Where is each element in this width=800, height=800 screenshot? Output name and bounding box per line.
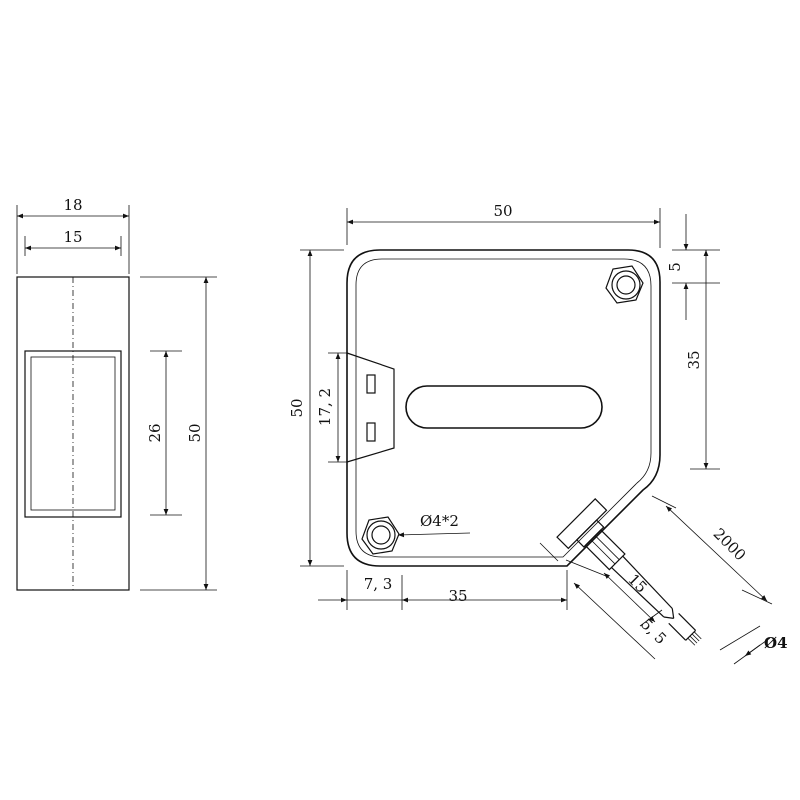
mounting-hole-top-right [605, 265, 644, 304]
front-view: 50 50 17, 2 5 35 7, 3 35 Ø4*2 [288, 202, 788, 665]
dim-line-cable-diameter [744, 644, 761, 657]
dim-bottom-offset: 7, 3 [364, 575, 393, 593]
dim-window-height: 26 [146, 423, 164, 442]
dim-hole-callout: Ø4*2 [420, 512, 459, 530]
dim-inner-width: 15 [63, 228, 82, 246]
lens-slot [405, 385, 603, 429]
dim-gland-length: 15 [624, 570, 650, 596]
side-view: 18 15 26 50 [16, 196, 217, 591]
dim-line-gland-length [603, 572, 656, 623]
housing-outline [346, 249, 661, 567]
dim-outer-width: 18 [63, 196, 82, 214]
dim-front-height: 50 [288, 398, 306, 417]
dim-hole-spacing-vertical: 35 [685, 350, 703, 369]
connector-plate [346, 352, 395, 463]
side-view-window-inner [30, 356, 116, 511]
mounting-hole-bottom-left [361, 516, 400, 555]
dim-cable-diameter: Ø4 [764, 634, 788, 652]
connector-pin-top [366, 374, 376, 394]
connector-pin-bottom [366, 422, 376, 442]
dim-bottom-span: 35 [448, 587, 467, 605]
dim-connector-height: 17, 2 [316, 388, 334, 426]
dim-line-cable-length [665, 505, 768, 602]
dim-total-height: 50 [186, 423, 204, 442]
dim-hole-top-offset: 5 [666, 262, 684, 272]
dim-front-width: 50 [493, 202, 512, 220]
dim-cable-length: 2000 [710, 525, 750, 565]
dim-line-gland-offset [573, 582, 656, 660]
hole-callout-leader [397, 532, 471, 538]
dim-gland-offset: 5, 5 [637, 615, 670, 648]
housing-inner-outline [355, 258, 652, 558]
side-view-window-outer [24, 350, 122, 518]
